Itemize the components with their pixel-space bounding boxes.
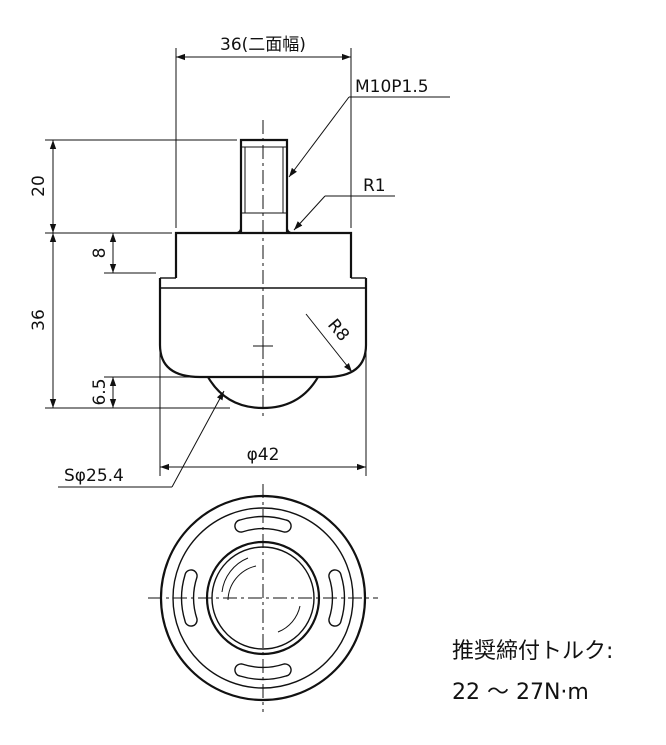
- ball-highlight-1: [227, 565, 257, 601]
- outer-inner-circle: [172, 507, 354, 689]
- cup-body: [158, 278, 368, 379]
- torque-note: 推奨締付トルク: 22 ～ 27N·m: [452, 639, 613, 705]
- body-height-label: 36: [29, 309, 49, 331]
- body-dia-label: φ42: [247, 445, 280, 465]
- ball-protrusion-label: 6.5: [90, 378, 110, 405]
- torque-note-line1: 推奨締付トルク:: [452, 639, 613, 664]
- ball-dia-leader: [171, 390, 225, 488]
- front-view: [158, 120, 368, 420]
- torque-note-line2: 22 ～ 27N·m: [452, 680, 589, 705]
- ball-highlight-2: [221, 557, 249, 593]
- dimensions: 36(二面幅) M10P1.5 R1 20 8 36 R8 6.5 φ: [29, 35, 450, 488]
- thread-leader: [288, 96, 350, 178]
- thread-label: M10P1.5: [355, 77, 429, 97]
- outer-circle: [159, 494, 367, 702]
- ball-dia-label: Sφ25.4: [64, 466, 124, 486]
- slot-left: [180, 569, 198, 627]
- flats-dim-label: 36(二面幅): [220, 35, 306, 55]
- slot-bottom: [234, 663, 292, 681]
- bottom-view: [148, 484, 378, 712]
- ball-seat-circle: [211, 546, 315, 650]
- slot-top: [234, 515, 292, 533]
- flange-height-label: 8: [90, 248, 110, 259]
- corner-radius-leader: [305, 313, 353, 373]
- stud-height-label: 20: [29, 175, 49, 197]
- slot-right: [328, 569, 346, 627]
- threaded-stud: [239, 138, 289, 233]
- ball-circle: [205, 540, 321, 656]
- hex-flange: [174, 231, 353, 278]
- fillet-leader: [293, 195, 326, 231]
- fillet-label: R1: [363, 176, 386, 196]
- ball-highlight-3: [277, 605, 301, 633]
